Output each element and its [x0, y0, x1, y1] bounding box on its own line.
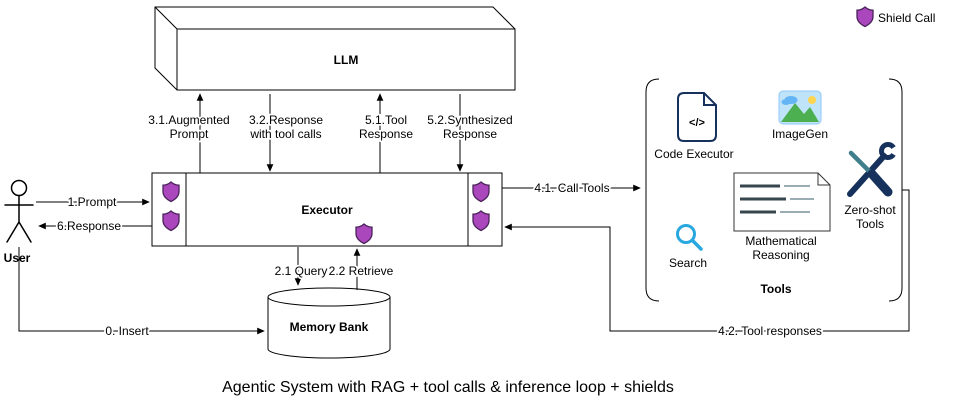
user-head — [10, 179, 28, 197]
tools-group: </> Code Executor ImageGen Search — [645, 78, 903, 302]
formula-lines — [740, 184, 814, 214]
memory-bank-node: Memory Bank — [267, 287, 391, 359]
executor-node: Executor — [151, 172, 503, 247]
memory-bank-body — [267, 297, 391, 359]
user-actor: User — [2, 179, 34, 267]
llm-box-inner-edges — [154, 6, 515, 90]
edge-response-with-tool-calls: 3.2.Response with tool calls — [247, 94, 325, 172]
math-reasoning-icon — [733, 172, 831, 232]
shield-icon — [856, 6, 874, 28]
cloud — [781, 96, 798, 105]
edge-response-with-tool-calls-label-1: 3.2.Response — [249, 113, 323, 127]
diagram-title: Agentic System with RAG + tool calls & i… — [222, 379, 674, 396]
edge-synthesized-response: 5.2.Synthesized Response — [426, 94, 514, 172]
math-reasoning-label-1: Mathematical — [745, 234, 816, 248]
handle — [691, 239, 703, 251]
screwdriver-handle — [867, 169, 893, 197]
edge-tool-responses-label: 4.2. Tool responses — [718, 324, 822, 338]
imagegen-icon — [778, 90, 822, 125]
edge-synthesized-response-label-1: 5.2.Synthesized — [427, 113, 512, 127]
edge-augmented-prompt-label-2: Prompt — [170, 127, 209, 141]
edge-retrieve: 2.2 Retrieve — [327, 248, 395, 290]
edge-call-tools-label: 4.1. Call Tools — [534, 181, 609, 195]
search-icon — [676, 224, 703, 251]
llm-label: LLM — [334, 53, 359, 67]
imagegen-label: ImageGen — [772, 127, 828, 141]
edge-response-with-tool-calls-label-2: with tool calls — [249, 127, 321, 141]
edge-response-label: 6.Response — [57, 219, 121, 233]
edge-tool-responses: 4.2. Tool responses — [504, 189, 910, 340]
wrench-notch — [888, 143, 901, 159]
edge-prompt-label: 1.Prompt — [68, 195, 117, 209]
edge-prompt: 1.Prompt — [36, 193, 150, 211]
sun — [808, 96, 816, 104]
code-executor-label: Code Executor — [654, 147, 733, 161]
edge-augmented-prompt-label-1: 3.1.Augmented — [148, 113, 229, 127]
wrench-shaft — [847, 153, 887, 197]
search-label: Search — [669, 256, 707, 270]
zero-shot-tools-icon — [847, 142, 901, 197]
user-body — [4, 194, 34, 243]
edge-insert-line — [18, 247, 265, 335]
edge-augmented-prompt: 3.1.Augmented Prompt — [147, 93, 231, 173]
legend-shield-call: Shield Call — [856, 6, 937, 28]
edge-tool-responses-line — [504, 189, 910, 332]
code-glyph: </> — [689, 117, 705, 129]
math-reasoning-label-2: Reasoning — [752, 248, 809, 262]
llm-box-outline — [154, 6, 516, 91]
llm-node: LLM — [154, 6, 516, 91]
mountains — [781, 103, 819, 122]
code-executor-fold — [703, 93, 716, 106]
edge-response: 6.Response — [38, 217, 152, 235]
math-doc-fold — [817, 173, 830, 186]
edge-query: 2.1 Query — [273, 247, 329, 286]
lens — [676, 224, 696, 244]
user-label: User — [4, 251, 31, 265]
screwdriver-blade — [848, 150, 872, 174]
edge-insert-label: 0. Insert — [105, 324, 149, 338]
edge-insert: 0. Insert — [18, 247, 265, 340]
edge-tool-response: 5.1.Tool Response — [357, 93, 415, 173]
tools-right-bracket — [888, 78, 903, 302]
tools-group-label: Tools — [760, 282, 791, 296]
edge-retrieve-label: 2.2 Retrieve — [329, 264, 394, 278]
zero-shot-label-1: Zero-shot — [844, 203, 896, 217]
edge-query-label: 2.1 Query — [275, 264, 328, 278]
executor-box — [151, 172, 503, 247]
code-executor-icon: </> — [677, 92, 717, 142]
math-doc — [733, 172, 831, 232]
executor-label: Executor — [301, 203, 353, 217]
legend-label: Shield Call — [878, 11, 935, 25]
memory-bank-label: Memory Bank — [290, 320, 369, 334]
edge-call-tools: 4.1. Call Tools — [502, 179, 641, 197]
edge-synthesized-response-label-2: Response — [443, 127, 497, 141]
tools-left-bracket — [645, 78, 660, 302]
zero-shot-label-2: Tools — [856, 217, 884, 231]
edge-tool-response-label-2: Response — [359, 127, 413, 141]
memory-bank-top — [267, 287, 391, 307]
edge-tool-response-label-1: 5.1.Tool — [365, 113, 407, 127]
